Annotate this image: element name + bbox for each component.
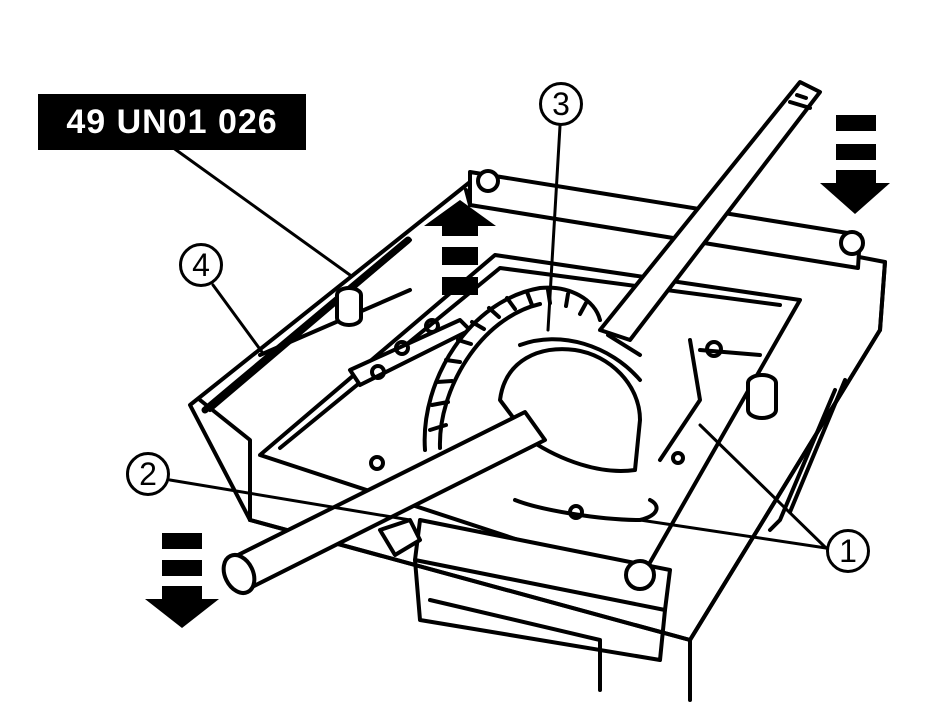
arrow-down-left [145,533,219,628]
arrow-down-right [820,115,890,214]
callout-1: 1 [826,529,870,573]
callout-2: 2 [126,452,170,496]
horizontal-bar [221,410,547,595]
bottom-bar [413,518,672,692]
tool-4-pin [335,286,363,327]
tool-4-rod [201,236,412,414]
right-rail [658,338,847,532]
callout-4: 4 [179,243,223,287]
special-tool-label: 49 UN01 026 [38,94,306,150]
arrow-up [424,200,496,295]
top-bar [464,169,865,270]
callout-3: 3 [539,82,583,126]
press-shaft [598,80,822,357]
leader-lines [168,124,828,550]
